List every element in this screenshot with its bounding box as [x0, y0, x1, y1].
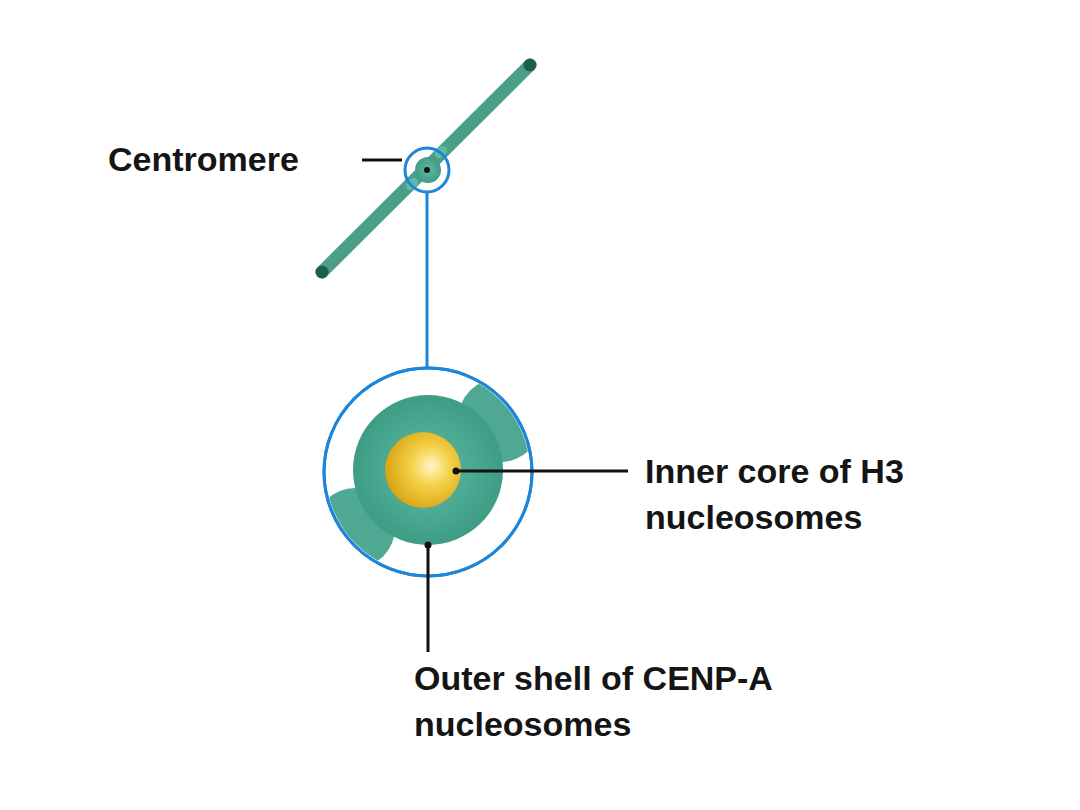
- outer-shell-label: Outer shell of CENP-A nucleosomes: [414, 655, 773, 747]
- zoom-line: [426, 192, 429, 370]
- centromere-ball: [415, 157, 441, 183]
- chromosome-end: [316, 266, 329, 279]
- inner-core: [385, 432, 461, 508]
- leader-line: [456, 470, 628, 473]
- chromosome-end: [524, 59, 537, 72]
- leader-line: [362, 159, 402, 162]
- centromere-label: Centromere: [108, 136, 299, 182]
- leader-dot: [425, 542, 432, 549]
- inner-core-label: Inner core of H3 nucleosomes: [645, 448, 919, 540]
- leader-dot: [424, 167, 430, 173]
- zoom-ring: [405, 148, 449, 192]
- leader-line: [427, 545, 430, 652]
- leader-dot: [453, 468, 460, 475]
